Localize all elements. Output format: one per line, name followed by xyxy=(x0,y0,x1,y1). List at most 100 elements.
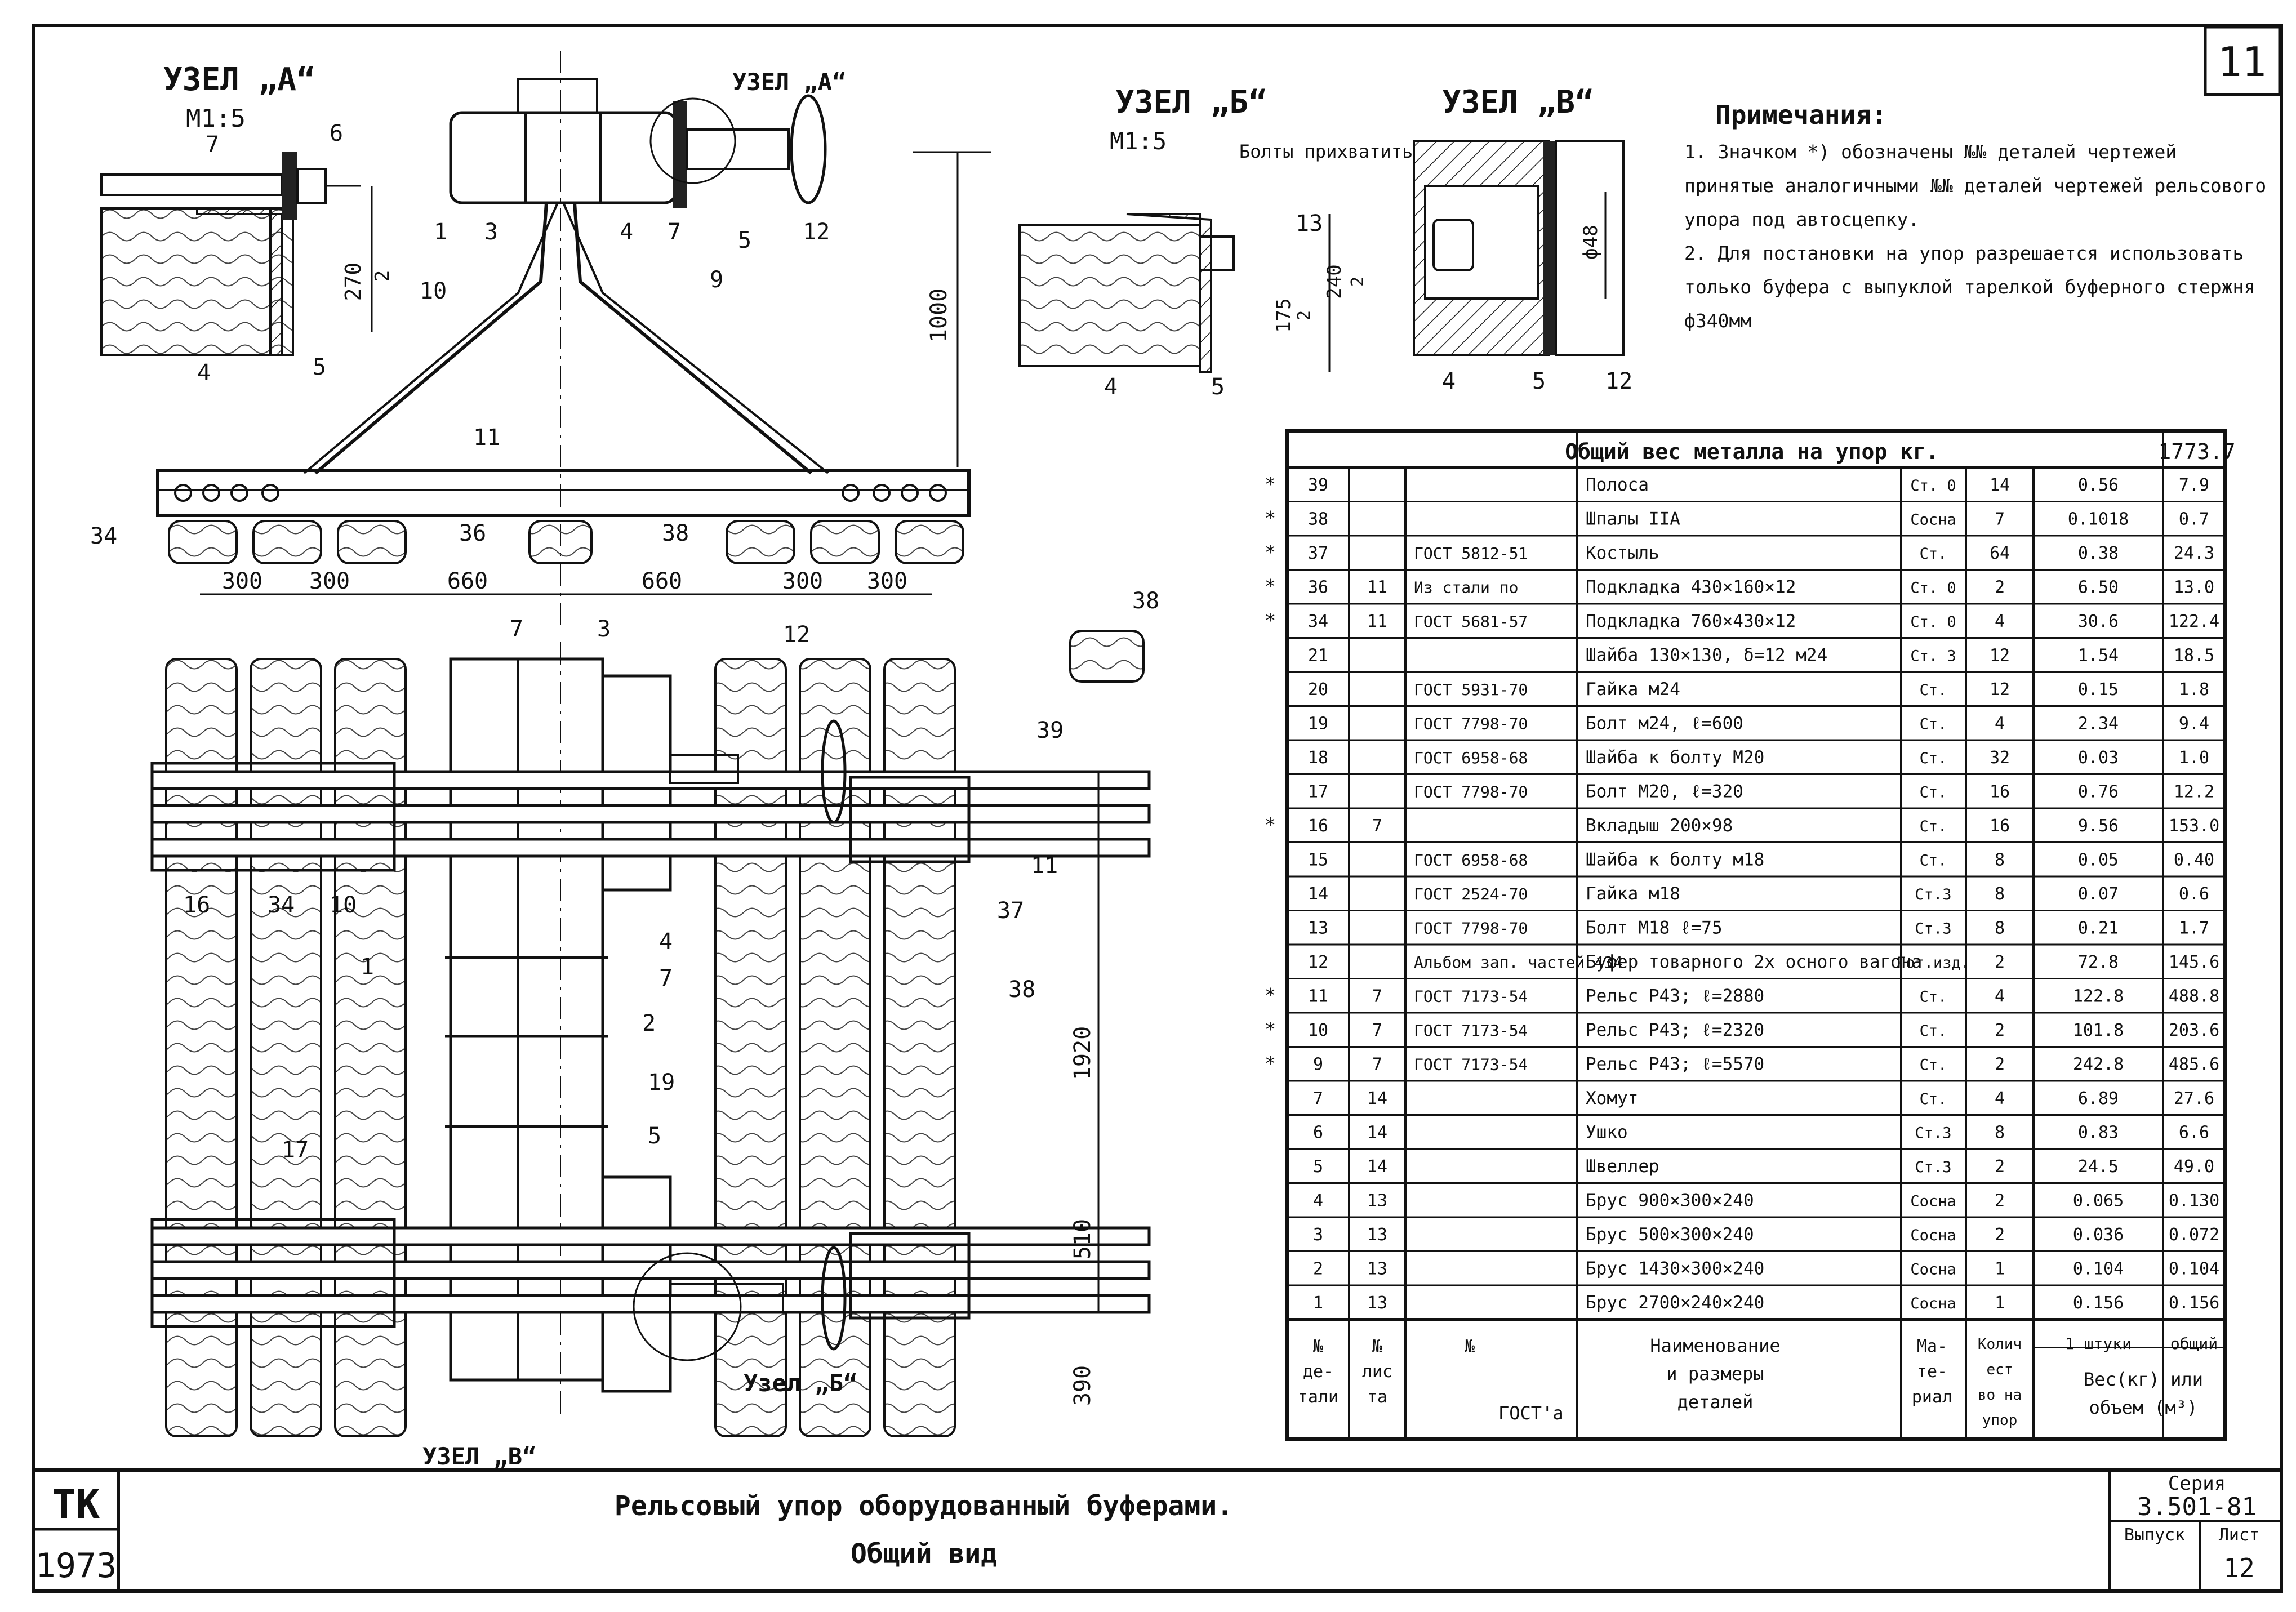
cell-list: 7 xyxy=(1372,816,1382,836)
corner-number-box xyxy=(2204,25,2281,96)
node-b-part-4: 4 xyxy=(1104,374,1118,400)
spec-total-value: 1773.7 xyxy=(2158,439,2235,464)
notes-title: Примечания: xyxy=(1715,100,1887,130)
hdr-list-3: та xyxy=(1367,1387,1387,1407)
cell-name: Рельс Р43; ℓ=2880 xyxy=(1586,986,1764,1007)
title-org: ТК xyxy=(52,1481,100,1528)
cell-name: Гайка м24 xyxy=(1586,679,1680,700)
cell-det: 18 xyxy=(1308,748,1328,768)
row-mark: * xyxy=(1265,541,1276,564)
plan-rails-top xyxy=(150,770,1151,858)
plan-part-3: 3 xyxy=(597,616,611,642)
cell-list: 14 xyxy=(1367,1123,1387,1143)
plan-part-1: 1 xyxy=(361,954,374,980)
title-sheet-value: 12 xyxy=(2223,1553,2254,1583)
cell-qty: 1 xyxy=(1995,1259,2005,1279)
cell-qty: 32 xyxy=(1990,748,2010,768)
top-view-beams xyxy=(449,111,678,204)
spacing-dim-5: 300 xyxy=(782,568,823,594)
cell-mat: Гот.изд. xyxy=(1897,954,1970,972)
node-a-part-5: 5 xyxy=(313,354,326,380)
node-b-title: УЗЕЛ „Б“ xyxy=(1115,84,1267,121)
cell-mat: Сосна xyxy=(1910,1193,1956,1210)
cell-gost: ГОСТ 7798-70 xyxy=(1414,783,1528,801)
cell-qty: 8 xyxy=(1995,1123,2005,1143)
cell-qty: 2 xyxy=(1995,1225,2005,1245)
cell-qty: 16 xyxy=(1990,782,2010,802)
cell-qty: 4 xyxy=(1995,714,2005,734)
spacing-dim-1: 300 xyxy=(222,568,262,594)
row-mark: * xyxy=(1265,473,1276,496)
cell-mat: Ст. xyxy=(1920,1057,1947,1074)
cell-qty: 4 xyxy=(1995,612,2005,631)
hdr-qty-2: ест xyxy=(1987,1361,2013,1378)
cell-qty: 12 xyxy=(1990,680,2010,700)
node-b-view: УЗЕЛ „Б“ М1:5 Болты прихватить 175 2 240… xyxy=(1018,84,1413,400)
cell-unit: 0.38 xyxy=(2078,544,2119,563)
node-b-scale: М1:5 xyxy=(1110,127,1167,155)
hdr-unit: 1 штуки xyxy=(2065,1334,2132,1353)
cell-total: 18.5 xyxy=(2174,646,2214,666)
cell-name: Болт М18 ℓ=75 xyxy=(1586,918,1723,938)
node-b-dim1-sub: 2 xyxy=(1294,310,1314,320)
top-view-head xyxy=(517,78,598,114)
rail-10 xyxy=(314,202,548,475)
cell-name: Подкладка 430×160×12 xyxy=(1586,577,1796,598)
plan-tie-plate-right-top xyxy=(849,776,971,863)
node-b-note: Болты прихватить xyxy=(1239,141,1413,162)
cell-qty: 2 xyxy=(1995,1055,2005,1075)
hdr-qty-1: Колич xyxy=(1978,1336,2022,1353)
cell-name: Полоса xyxy=(1586,475,1649,495)
cell-mat: Ст.3 xyxy=(1915,886,1951,903)
spacing-dim-3: 660 xyxy=(447,568,488,594)
top-view-buffer-rod xyxy=(686,128,790,170)
cell-gost: ГОСТ 7173-54 xyxy=(1414,1021,1528,1040)
cell-qty: 4 xyxy=(1995,987,2005,1007)
plan-part-38b: 38 xyxy=(1008,977,1035,1003)
top-view-node-a-circle xyxy=(649,97,736,184)
plan-long-bolts xyxy=(445,956,608,1128)
plan-rails-bottom xyxy=(150,1226,1151,1314)
cell-unit: 0.036 xyxy=(2073,1225,2124,1245)
title-sheet-label: Лист xyxy=(2219,1525,2259,1545)
node-a-scale: М1:5 xyxy=(186,104,246,133)
plan-part-38a: 38 xyxy=(1132,588,1159,614)
node-b-part-13: 13 xyxy=(1296,211,1323,237)
cell-unit: 0.03 xyxy=(2078,748,2119,768)
cell-name: Шайба 130×130, δ=12 м24 xyxy=(1586,645,1827,666)
cell-qty: 2 xyxy=(1995,1157,2005,1177)
plan-tie-plate-right-bottom xyxy=(849,1232,971,1320)
hdr-det-2: де- xyxy=(1303,1362,1333,1382)
cell-det: 13 xyxy=(1308,919,1328,938)
title-series-value: 3.501-81 xyxy=(2137,1493,2257,1521)
node-v-nut xyxy=(1424,185,1539,300)
cell-mat: Ст. 0 xyxy=(1910,580,1956,597)
node-a-plate xyxy=(282,152,297,220)
cell-det: 20 xyxy=(1308,680,1328,700)
cell-total: 49.0 xyxy=(2174,1157,2214,1177)
cell-total: 0.104 xyxy=(2169,1259,2219,1279)
hdr-det-1: № xyxy=(1313,1337,1323,1356)
hdr-name-1: Наименование xyxy=(1650,1335,1780,1356)
title-line-1: Рельсовый упор оборудованный буферами. xyxy=(615,1490,1233,1522)
cell-total: 488.8 xyxy=(2169,987,2219,1007)
cell-qty: 7 xyxy=(1995,510,2005,529)
top-part-36: 36 xyxy=(459,520,486,546)
plan-dim-390: 390 xyxy=(1070,1365,1096,1406)
hdr-list-2: лис xyxy=(1362,1362,1392,1382)
top-part-7: 7 xyxy=(668,219,681,245)
plan-part-37: 37 xyxy=(997,898,1024,924)
cell-unit: 0.065 xyxy=(2073,1191,2124,1211)
hdr-mat-3: риал xyxy=(1912,1387,1952,1407)
cell-name: Брус 900×300×240 xyxy=(1586,1191,1754,1211)
rail-bolt-holes xyxy=(174,484,947,502)
plan-node-b-circle xyxy=(633,1252,742,1361)
notes-body: 1. Значком *) обозначены №№ деталей черт… xyxy=(1684,141,2266,332)
